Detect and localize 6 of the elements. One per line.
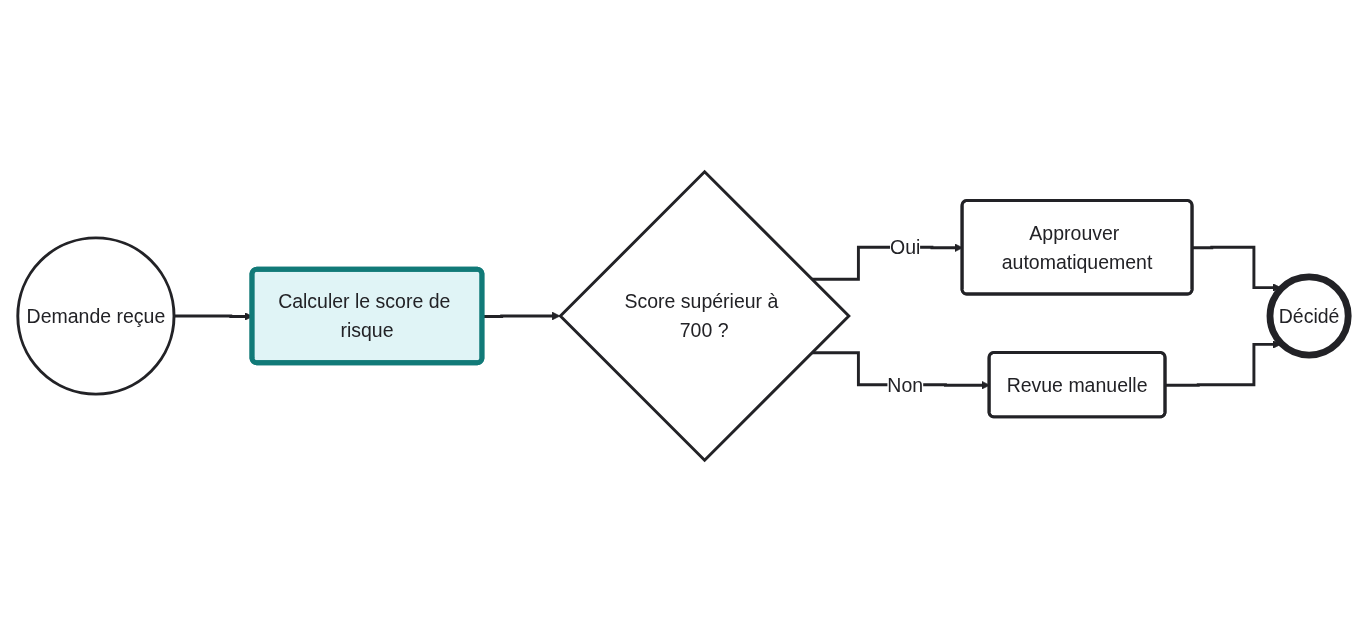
node-circle: Demande reçue — [16, 236, 176, 396]
node-diamond: Score supérieur à 700 ? — [558, 169, 851, 463]
edge-label: Oui — [890, 236, 921, 259]
node-circle: Décidé — [1266, 273, 1352, 359]
edge-label: Non — [887, 373, 924, 396]
arrow — [482, 311, 561, 321]
